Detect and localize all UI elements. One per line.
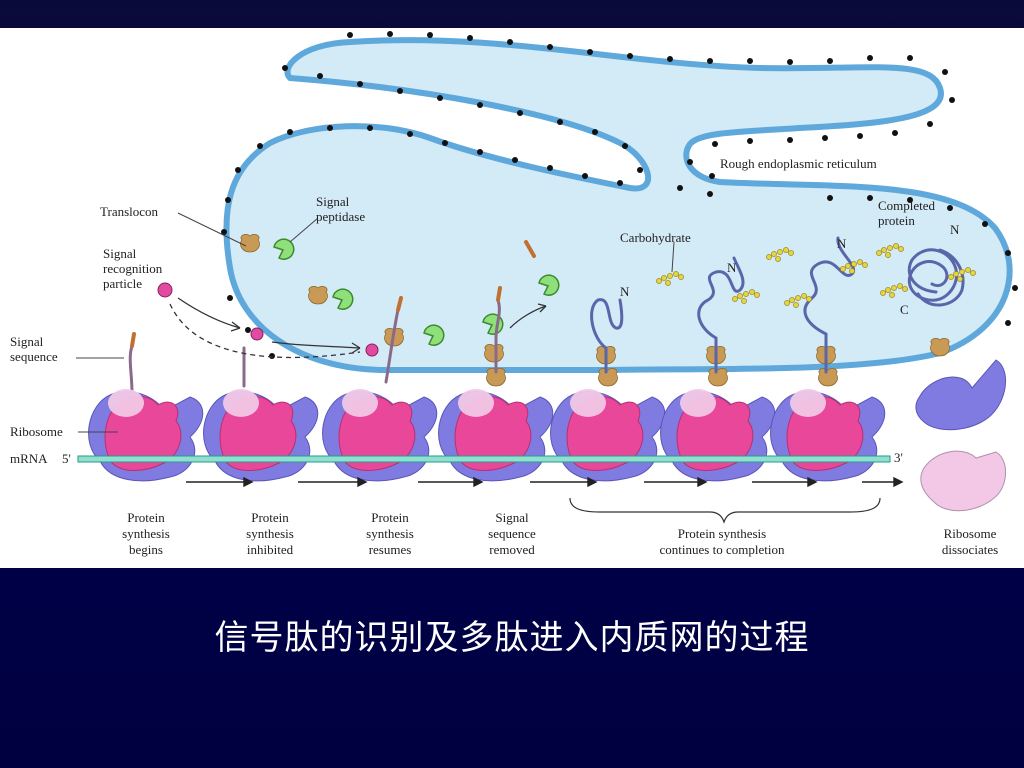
- stage-brace: [569, 497, 881, 524]
- mrna-strand: [77, 455, 891, 463]
- label-n-terminus: N: [727, 260, 737, 275]
- label-ribosome: Ribosome: [10, 424, 63, 439]
- srp-particles: [157, 282, 379, 357]
- ribosomes: [88, 359, 1007, 512]
- label-five-prime: 5': [62, 451, 71, 466]
- label-c-terminus: C: [900, 302, 909, 317]
- label-n-terminus: N: [950, 222, 960, 237]
- label-translocon: Translocon: [100, 204, 159, 219]
- label-n-terminus: N: [837, 236, 847, 251]
- nascent-chains: [128, 236, 965, 395]
- label-three-prime: 3': [894, 450, 903, 465]
- label-mrna: mRNA: [10, 451, 48, 466]
- label-rough-er: Rough endoplasmic reticulum: [720, 156, 877, 171]
- label-carbohydrate: Carbohydrate: [620, 230, 691, 245]
- slide-caption: 信号肽的识别及多肽进入内质网的过程: [214, 618, 810, 658]
- stage-arrows: [186, 476, 904, 488]
- leader-lines: [76, 212, 675, 433]
- process-arrows: [169, 297, 547, 359]
- label-n-terminus: N: [620, 284, 630, 299]
